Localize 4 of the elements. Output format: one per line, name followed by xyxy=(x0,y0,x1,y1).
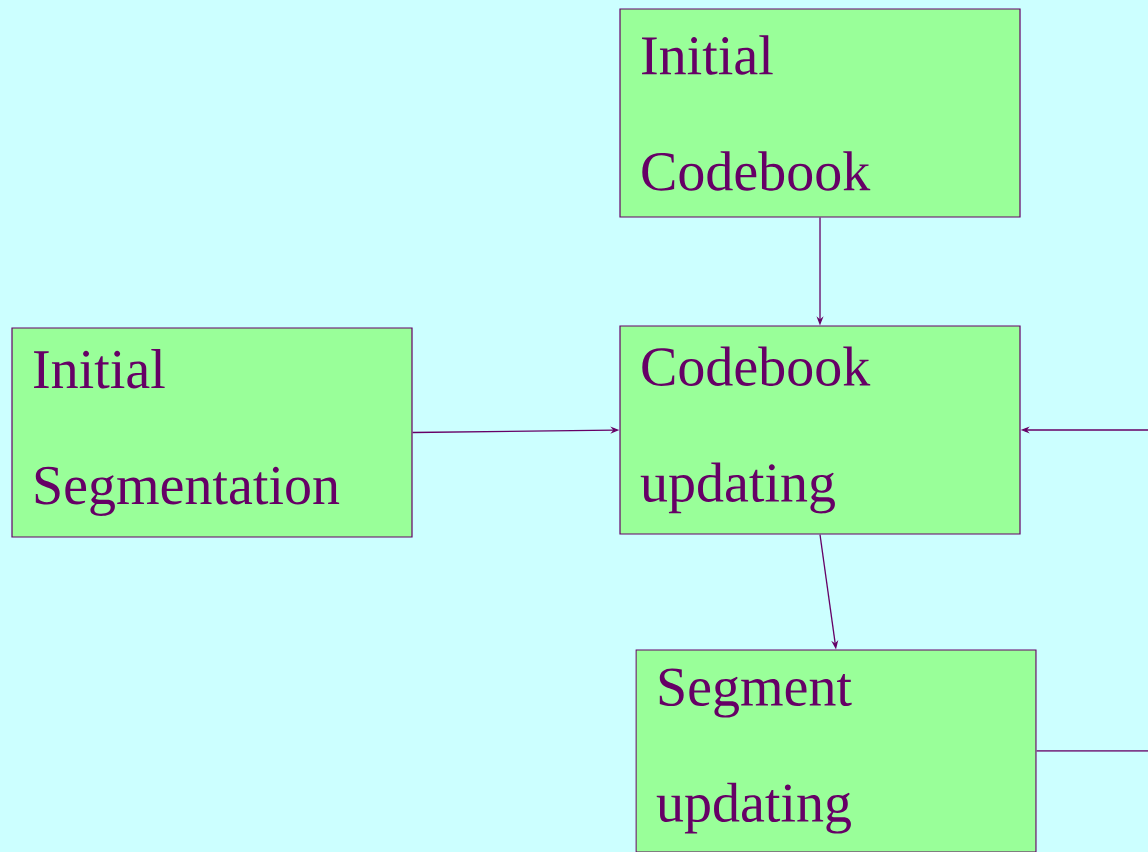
process-box: Initial Codebook xyxy=(619,8,1021,218)
process-box: Codebook updating xyxy=(619,325,1021,535)
process-box: Segment updating xyxy=(635,649,1037,852)
process-box: Initial Segmentation xyxy=(11,327,413,538)
